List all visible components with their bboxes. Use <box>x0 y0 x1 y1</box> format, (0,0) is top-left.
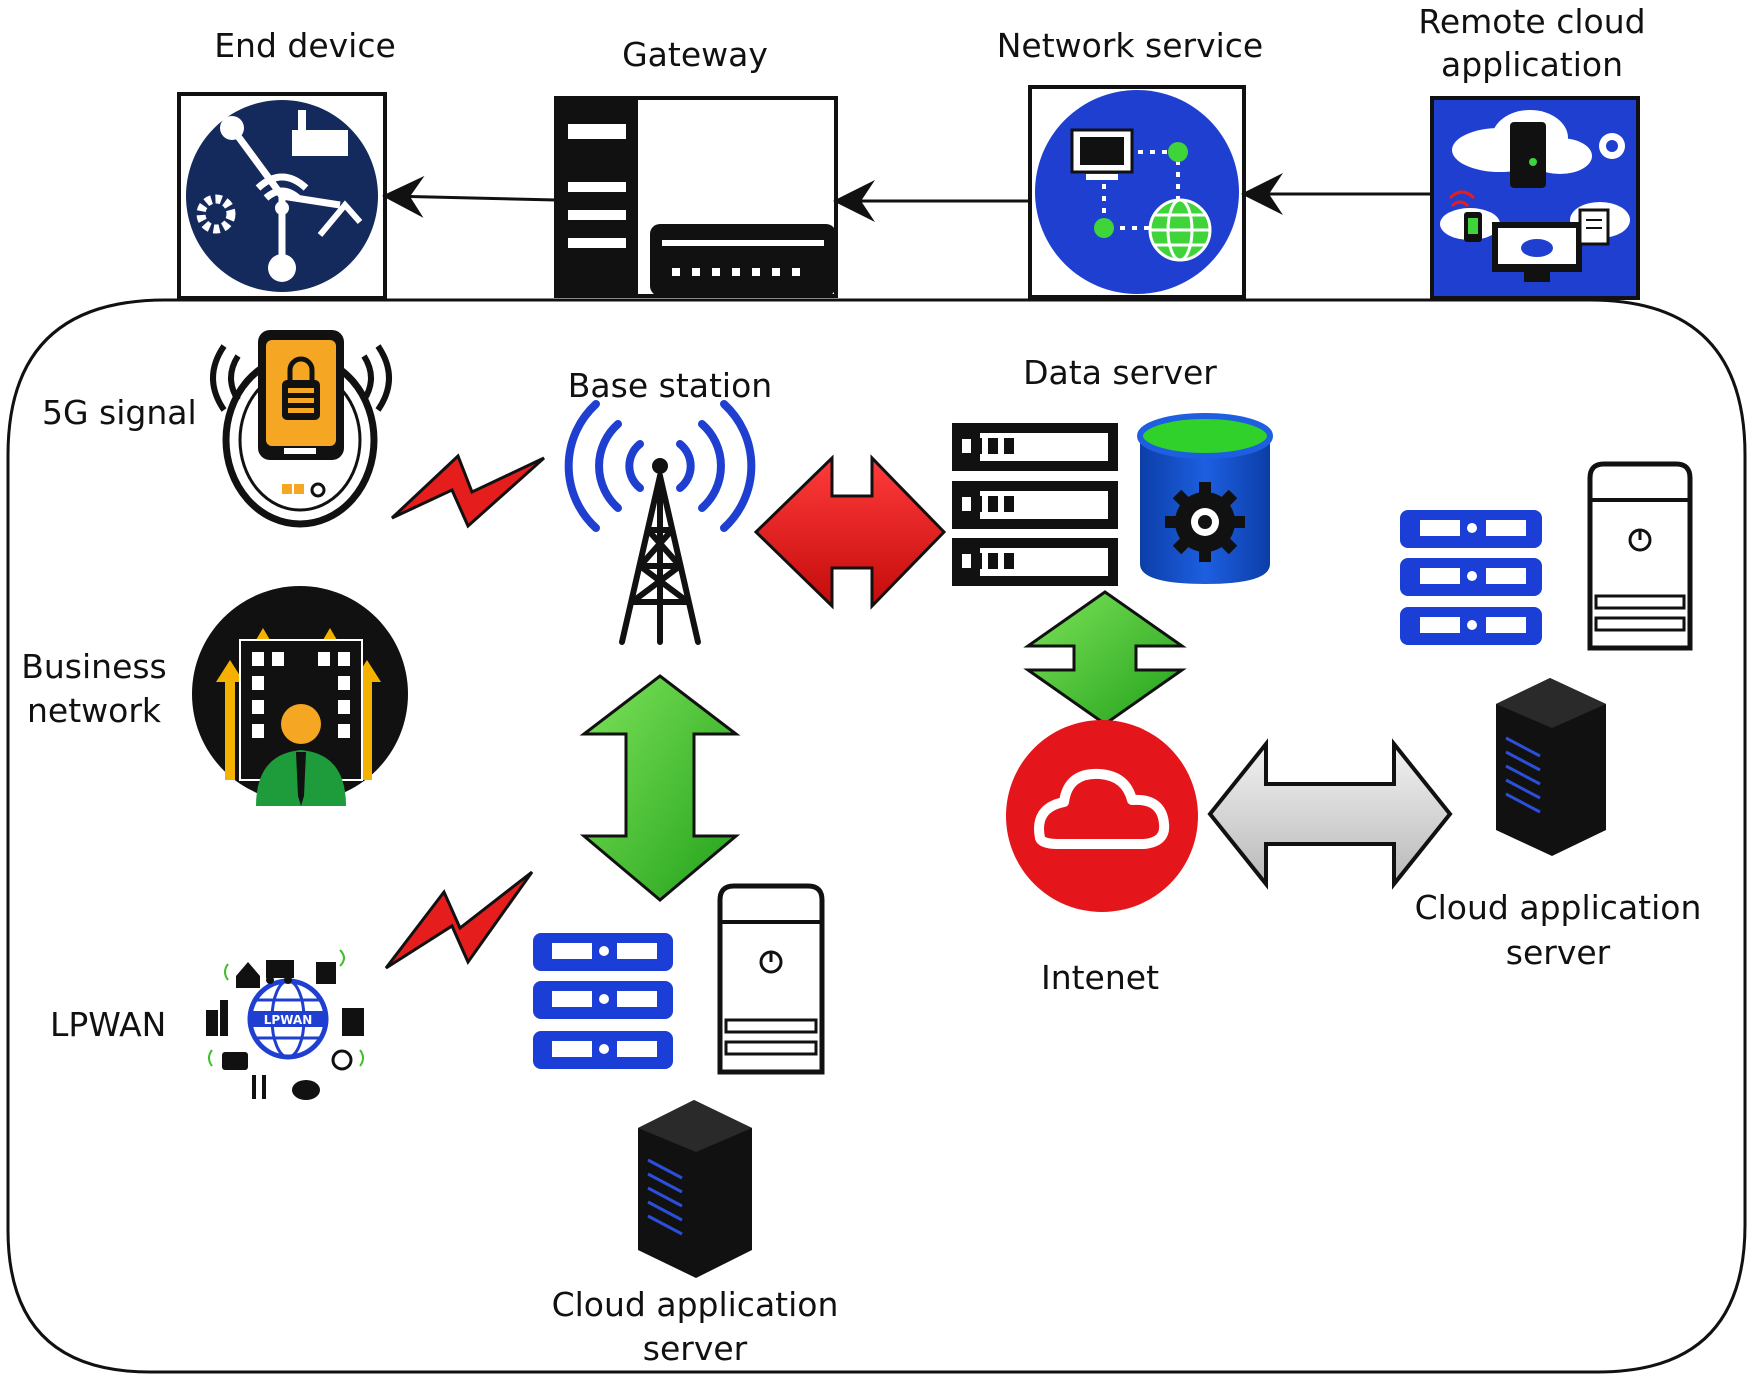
gateway-label: Gateway <box>622 35 768 74</box>
lpwan-label: LPWAN <box>50 1005 167 1044</box>
end-device-icon <box>177 92 387 300</box>
network-service-label: Network service <box>996 26 1264 65</box>
5g-phone-icon <box>210 330 392 528</box>
dark-server-bottom-icon <box>638 1100 752 1278</box>
business-network-label-line1: Business <box>21 647 167 686</box>
business-network-icon <box>192 586 408 806</box>
base-station-label: Base station <box>567 366 773 405</box>
remote-cloud-label-line2: application <box>1440 45 1624 84</box>
tower-pc-right-icon <box>1587 461 1693 651</box>
flow-arrow-gateway-to-end-device <box>382 175 557 218</box>
cloud-app-server-bottom-label-line1: Cloud application <box>551 1285 839 1324</box>
wireless-link-lightning-bottom <box>384 870 534 970</box>
gateway-icon <box>554 96 838 298</box>
remote-cloud-app-icon <box>1430 96 1640 300</box>
blue-server-rack-right-icon <box>1400 510 1542 645</box>
data-server-label: Data server <box>1023 353 1217 392</box>
cloud-app-server-right-label-line1: Cloud application <box>1414 888 1702 927</box>
cloud-app-server-bottom-label-line2: server <box>642 1329 748 1368</box>
remote-cloud-label-line1: Remote cloud <box>1418 2 1646 41</box>
grey-bidirectional-arrow <box>1207 738 1453 890</box>
green-vertical-arrow-data-server <box>1023 590 1187 726</box>
wireless-link-lightning-top <box>390 453 546 529</box>
lpwan-globe-text: LPWAN <box>264 1013 312 1027</box>
5g-signal-label: 5G signal <box>42 393 197 432</box>
database-cylinder-icon <box>1137 413 1273 584</box>
end-device-label: End device <box>214 26 396 65</box>
green-vertical-arrow-base-station <box>579 674 741 902</box>
blue-server-rack-bottom-icon <box>533 933 673 1069</box>
cloud-app-server-right-label-line2: server <box>1505 933 1611 972</box>
internet-label: Intenet <box>1040 958 1160 997</box>
red-bidirectional-arrow <box>753 454 947 610</box>
network-service-icon <box>1028 85 1246 299</box>
data-server-rack-icon <box>952 423 1118 586</box>
business-network-label-line2: network <box>26 691 161 730</box>
lpwan-icon: LPWAN <box>206 949 364 1100</box>
base-station-tower-icon <box>564 400 756 645</box>
dark-server-right-icon <box>1496 678 1606 856</box>
internet-cloud-icon <box>1006 720 1198 912</box>
network-container <box>6 298 1747 1374</box>
tower-pc-bottom-icon <box>717 883 825 1075</box>
